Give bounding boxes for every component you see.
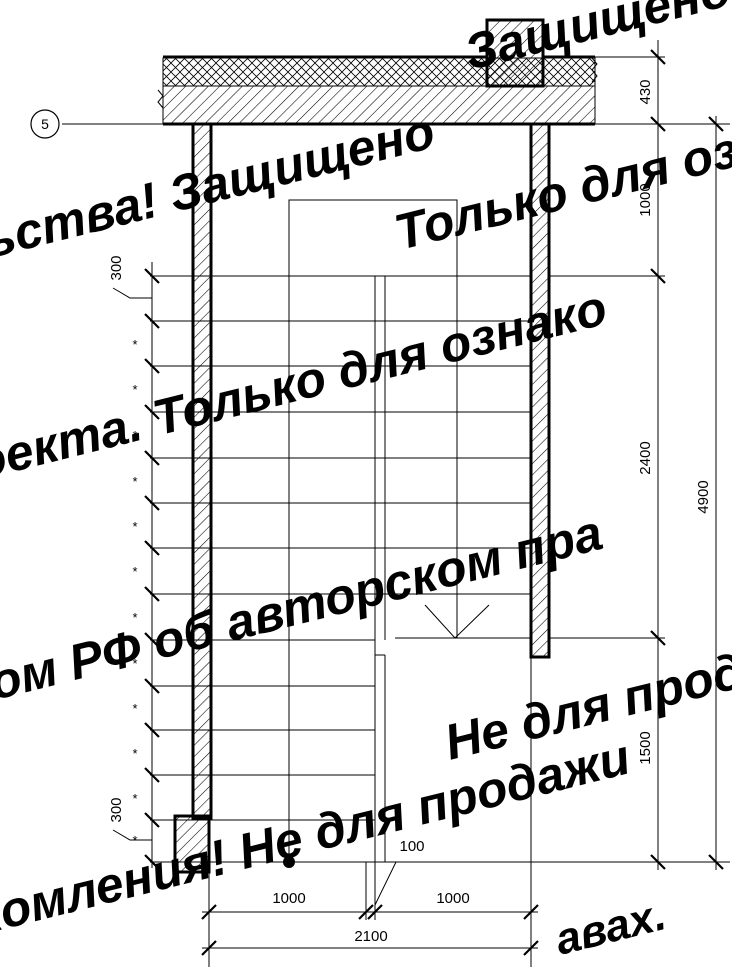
dim-gap-width: 100 <box>399 838 424 855</box>
dim-slab-thickness: 430 <box>637 79 654 104</box>
step-mark: * <box>132 474 137 489</box>
step-mark: * <box>132 382 137 397</box>
watermark-line: комления! Не для продажи <box>0 729 635 946</box>
step-mark: * <box>132 746 137 761</box>
watermark-line: ьства! Защищено <box>0 103 440 269</box>
step-mark: * <box>132 656 137 671</box>
watermark-line: ом РФ об авторском пра <box>0 504 608 710</box>
dim-flight-run: 2400 <box>637 441 654 474</box>
step-mark: * <box>132 610 137 625</box>
dim-flight-width-right: 1000 <box>436 890 469 907</box>
step-mark: * <box>132 833 137 848</box>
floor-slab <box>157 18 598 126</box>
dim-landing-top: 1000 <box>637 183 654 216</box>
dim-flight-width-left: 1000 <box>272 890 305 907</box>
step-dimension-chain <box>112 262 160 870</box>
right-dimension-chain <box>543 40 724 870</box>
tread-dim-bottom: 300 <box>108 797 125 822</box>
tread-dim-top: 300 <box>108 255 125 280</box>
step-mark: * <box>132 701 137 716</box>
step-mark: * <box>132 564 137 579</box>
bottom-dimension-chain <box>201 861 539 967</box>
stair-flight <box>150 199 730 863</box>
step-marks: * * * * * * * * * * * * <box>132 337 137 848</box>
axis-marker-label: 5 <box>41 116 49 132</box>
axis-marker: 5 <box>30 109 730 139</box>
start-point-dot <box>283 856 295 868</box>
watermark-line: Защищено Зако <box>459 0 732 81</box>
step-mark: * <box>132 337 137 352</box>
watermark-line: авах. <box>551 890 671 965</box>
dim-landing-bottom: 1500 <box>637 731 654 764</box>
step-mark: * <box>132 428 137 443</box>
watermark-line: оекта. Только для ознако <box>0 279 612 490</box>
wall-left <box>173 122 213 874</box>
dim-total-length: 4900 <box>695 480 712 513</box>
wall-right <box>529 122 551 659</box>
step-mark: * <box>132 791 137 806</box>
step-mark: * <box>132 519 137 534</box>
dim-total-width: 2100 <box>354 928 387 945</box>
